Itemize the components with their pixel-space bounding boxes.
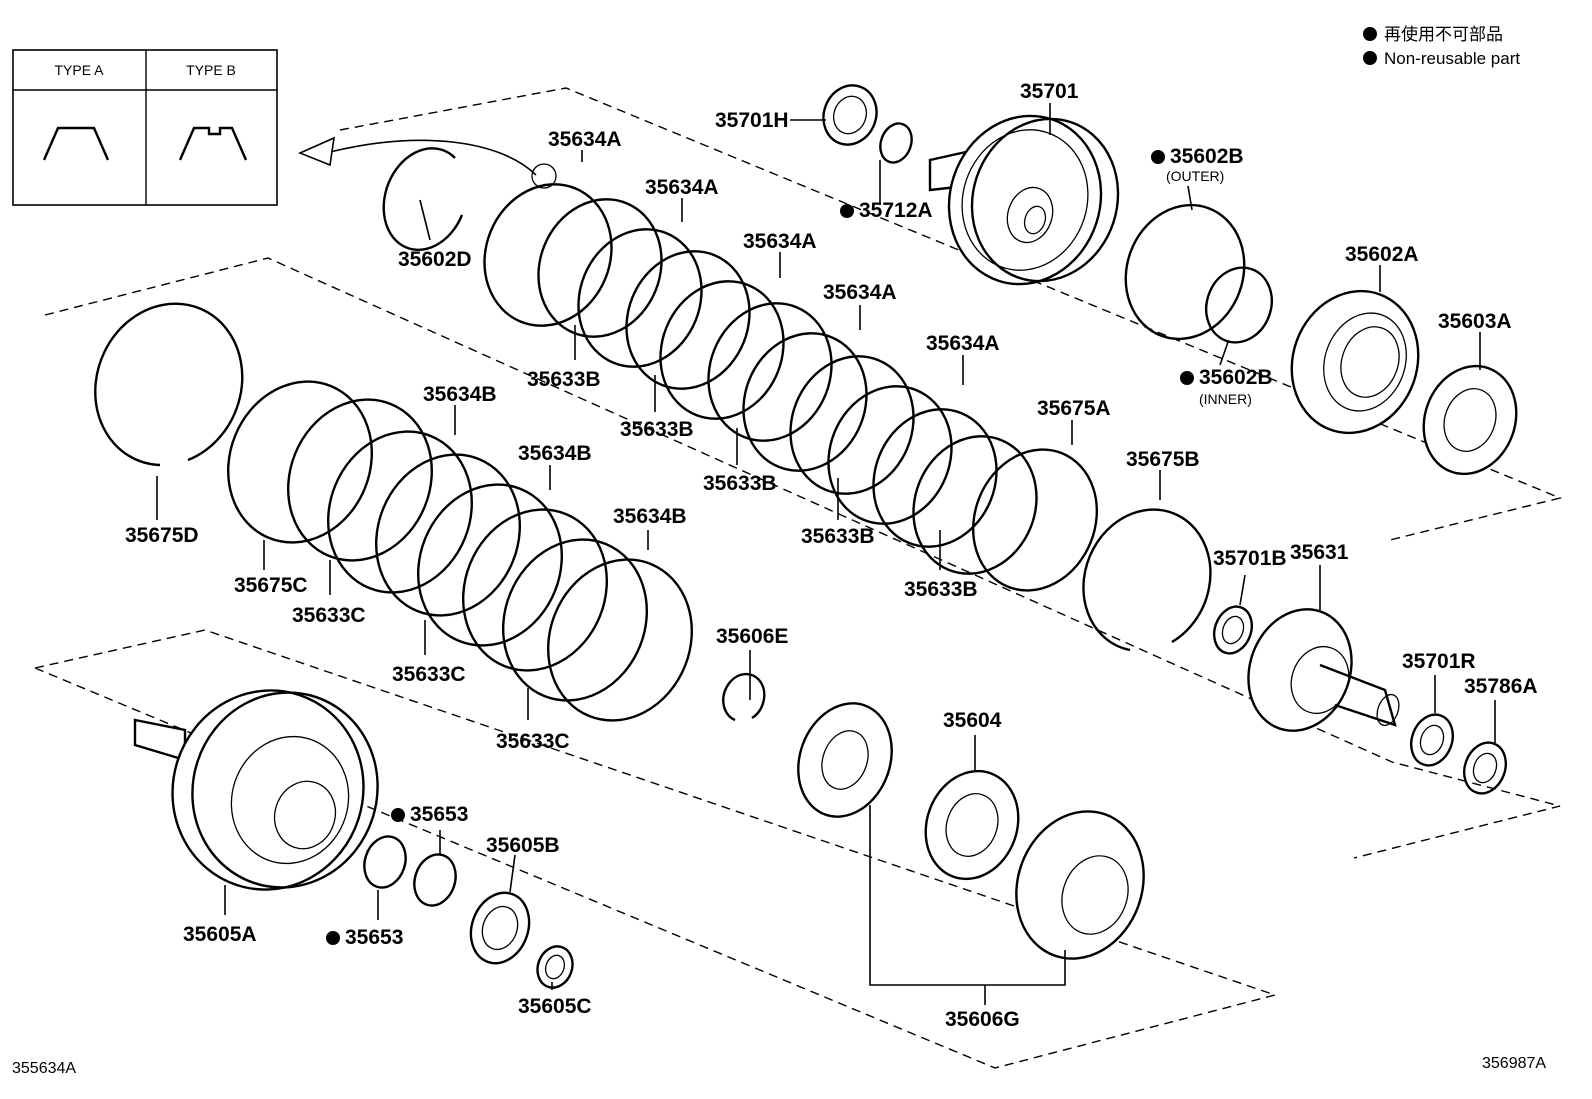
type-b-profile-icon [178,126,248,161]
callout-35634a-5: 35634A [926,332,1000,355]
callout-35675a: 35675A [1037,397,1111,420]
callout-35633c-2: 35633C [392,663,466,686]
callout-35786a: 35786A [1464,675,1538,698]
non-reusable-dot-icon [391,808,405,822]
part-35653-seal-b [413,853,457,907]
callout-35634b-3: 35634B [613,505,687,528]
callout-35633b-1: 35633B [527,368,601,391]
outer-note: (OUTER) [1166,168,1224,184]
callout-35653-b: 35653 [345,926,403,949]
callout-35633b-3: 35633B [703,472,777,495]
callout-35633c-1: 35633C [292,604,366,627]
parts [94,84,1518,989]
part-35606e-snap-ring [722,672,766,722]
part-35631-hub [1247,608,1400,732]
non-reusable-dot-icon [1363,27,1377,41]
callout-35701h: 35701H [715,109,789,132]
legend: 再使用不可部品 Non-reusable part [1363,24,1520,68]
non-reusable-dot-icon [326,931,340,945]
type-b-label: TYPE B [186,62,236,78]
callout-35605a: 35605A [183,923,257,946]
part-35675b-snap-ring [1082,508,1212,652]
detail-circle-icon [531,163,557,189]
part-35712a-ring [879,122,913,164]
callout-35634a-2: 35634A [645,176,719,199]
callout-35675c: 35675C [234,574,308,597]
part-35602b-inner-seal [1205,266,1273,344]
detail-arrow-icon [329,139,537,176]
callout-35675d: 35675D [125,524,199,547]
callout-35604: 35604 [943,709,1002,732]
callouts: 35701H 35701 35712A 35602B (OUTER) 35602… [125,80,1538,1031]
non-reusable-dot-icon [1363,51,1377,65]
non-reusable-dot-icon [840,204,854,218]
part-35606g-piston-set [797,702,1145,960]
callout-35634b-1: 35634B [423,383,497,406]
legend-jp: 再使用不可部品 [1384,24,1503,44]
callout-35701b: 35701B [1213,547,1287,570]
callout-35634a-1: 35634A [548,128,622,151]
part-35602b-outer-seal [1124,203,1246,341]
lower-clutch-pack [94,302,694,722]
non-reusable-dot-icon [1180,371,1194,385]
part-35603a-spring-retainer [1422,364,1518,476]
part-35701-drum [928,114,1120,286]
non-reusable-dot-icon [1151,150,1165,164]
callout-35631: 35631 [1290,541,1349,564]
assembly-outlines [34,87,1563,1069]
upper-clutch-pack [382,147,1099,592]
callout-35606e: 35606E [716,625,788,648]
type-box: TYPE A TYPE B [12,49,278,206]
callout-35634b-2: 35634B [518,442,592,465]
type-a-profile-icon [42,126,110,161]
callout-35605c: 35605C [518,995,592,1018]
callout-35634a-4: 35634A [823,281,897,304]
detail-arrow-head-icon [297,136,336,167]
callout-35602b-inner: 35602B [1199,366,1273,389]
callout-35653-a: 35653 [410,803,468,826]
leader-lines [156,103,1496,1005]
callout-35602d: 35602D [398,248,472,271]
part-35786a-race [1463,741,1507,795]
callout-35675b: 35675B [1126,448,1200,471]
callout-35602a: 35602A [1345,243,1419,266]
callout-35606g: 35606G [945,1008,1020,1031]
callout-35701r: 35701R [1402,650,1476,673]
callout-35634a-3: 35634A [743,230,817,253]
inner-note: (INNER) [1199,391,1252,407]
callout-35633b-5: 35633B [904,578,978,601]
part-35605b-bearing [469,891,531,965]
part-35604-spring [924,769,1020,881]
callout-35633b-4: 35633B [801,525,875,548]
part-35602a-piston [1290,289,1420,435]
callout-35605b: 35605B [486,834,560,857]
callout-35712a: 35712A [859,199,933,222]
corner-code-right: 356987A [1482,1055,1546,1072]
callout-35602b-outer: 35602B [1170,145,1244,168]
part-35701r-bearing [1410,713,1454,767]
part-35701h-bearing [822,84,878,146]
callout-35633b-2: 35633B [620,418,694,441]
legend-en: Non-reusable part [1384,49,1520,68]
part-35605a-drum [133,689,379,891]
part-35605c-needle-bearing [536,945,574,989]
callout-35701: 35701 [1020,80,1079,103]
corner-code-left: 355634A [12,1060,76,1077]
part-35653-seal-a [363,835,407,889]
callout-35603a: 35603A [1438,310,1512,333]
callout-35633c-3: 35633C [496,730,570,753]
type-a-label: TYPE A [54,62,104,78]
part-35701b-bearing [1212,605,1254,655]
